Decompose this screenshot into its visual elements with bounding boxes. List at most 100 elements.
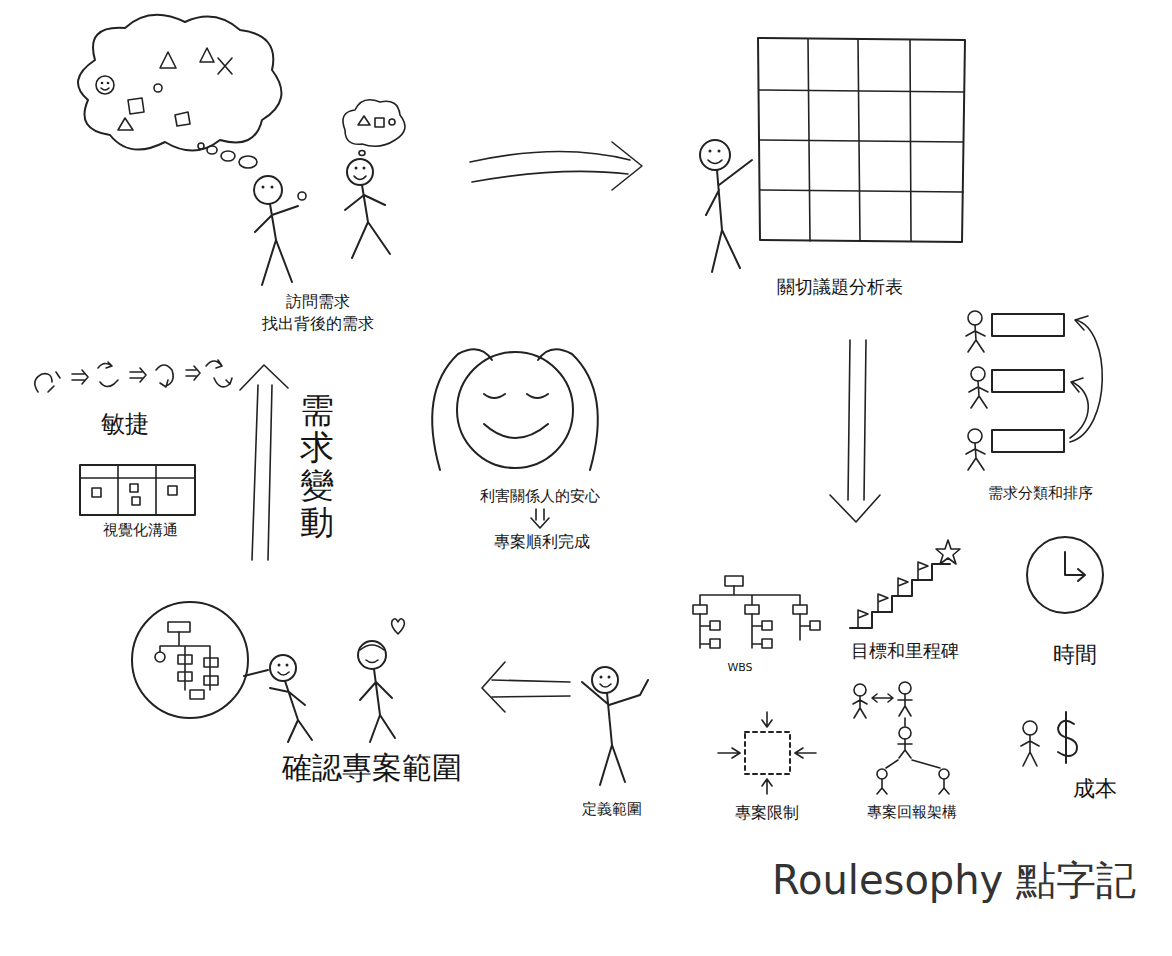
vertical-label: 需求變動 (300, 392, 334, 542)
agile-loops-stroke (186, 366, 200, 380)
clock-icon-stroke (1065, 552, 1085, 581)
speech-bubble-scene-stroke (178, 672, 192, 681)
speech-bubble-scene-stroke (286, 664, 289, 667)
flow-arrow (240, 365, 288, 560)
stick-figures-stroke (358, 116, 384, 127)
waving-figure (582, 667, 648, 785)
thought-cloud-stroke (175, 112, 190, 126)
ranked-requirements-stroke (992, 314, 1064, 336)
org-chart-stroke (886, 760, 940, 768)
kanban-board-stroke (132, 497, 140, 505)
thought-cloud-stroke (101, 82, 104, 85)
org-chart (853, 682, 949, 794)
thought-cloud-stroke (154, 84, 162, 92)
analysis-grid-stroke (706, 160, 752, 272)
ranked-requirements-stroke (966, 325, 985, 352)
org-chart-stroke (898, 739, 912, 758)
waving-figure-stroke (592, 667, 618, 693)
speech-bubble-scene-stroke (270, 681, 312, 742)
analysis-grid-stroke (718, 150, 721, 153)
thought-cloud-stroke (218, 58, 232, 74)
thought-cloud-stroke (200, 48, 214, 62)
speech-bubble-scene-stroke (360, 645, 384, 663)
constraint-box-stroke (718, 748, 740, 758)
thought-cloud-stroke (160, 52, 176, 68)
thought-cloud-stroke (128, 98, 144, 114)
flow-arrow-stroke (482, 662, 505, 712)
stick-figures-stroke (254, 176, 282, 204)
agile-loops-stroke (72, 370, 88, 384)
flow-arrow-stroke (492, 680, 570, 697)
stage-label: 訪問需求 (286, 292, 350, 311)
org-chart-stroke (877, 779, 887, 794)
stick-figures (254, 100, 405, 285)
ranked-requirements-stroke (968, 311, 982, 325)
speech-bubble-scene-stroke (155, 652, 165, 662)
thought-cloud-stroke (96, 76, 114, 94)
ranked-requirements-stroke (992, 430, 1064, 452)
waving-figure-stroke (582, 680, 648, 785)
agile-loops (35, 360, 232, 392)
org-chart-stroke (899, 727, 911, 739)
analysis-grid-stroke (758, 38, 965, 242)
topic-label: 成本 (1073, 776, 1117, 802)
clock-icon (1027, 537, 1103, 613)
stick-figures-stroke (255, 204, 298, 285)
waving-figure-stroke (600, 676, 603, 679)
kanban-board-stroke (80, 465, 195, 515)
speech-bubble-scene-stroke (160, 632, 210, 690)
agile-loops-stroke (35, 372, 60, 392)
milestone-stairs-stroke (858, 562, 928, 628)
cost-figure-stroke (1021, 735, 1039, 766)
agile-loops-stroke (206, 360, 232, 387)
topic-label: 視覺化溝通 (103, 521, 178, 539)
speech-bubble-scene-stroke (178, 655, 192, 664)
wbs-tree (693, 576, 820, 648)
wbs-tree-stroke (762, 639, 772, 648)
speech-bubble-scene-stroke (190, 690, 204, 699)
relaxed-face-stroke (457, 352, 573, 468)
thought-cloud-stroke (78, 15, 281, 151)
speech-bubble-scene-stroke (278, 664, 281, 667)
flow-arrow-stroke (848, 340, 866, 500)
stick-figures-stroke (363, 167, 366, 170)
relaxed-face-stroke (432, 349, 492, 470)
topic-label: 目標和里程碑 (851, 640, 959, 662)
stick-figures-stroke (345, 185, 390, 258)
ranked-requirements-stroke (1075, 316, 1088, 330)
relaxed-face-stroke (531, 509, 549, 528)
stick-figures-stroke (359, 151, 365, 156)
speech-bubble-scene-stroke (168, 622, 190, 632)
ranked-requirements-stroke (1070, 320, 1102, 442)
thought-cloud-stroke (118, 118, 133, 130)
stick-figures-stroke (298, 192, 306, 200)
watermark: Roulesophy 點字記 (772, 856, 1136, 904)
stage-label: 確認專案範圍 (282, 750, 462, 786)
kanban-board-stroke (168, 486, 177, 495)
ranked-requirements-stroke (971, 367, 985, 381)
stick-figures-stroke (389, 119, 395, 125)
stick-figures-stroke (343, 100, 405, 146)
ranked-requirements-stroke (1071, 378, 1083, 392)
milestone-stairs-stroke (850, 564, 950, 628)
topic-label: 敏捷 (101, 410, 149, 439)
thought-cloud-stroke (101, 88, 109, 90)
ranked-requirements-stroke (1070, 382, 1088, 438)
org-chart-stroke (854, 684, 866, 696)
ranked-requirements-stroke (992, 370, 1064, 392)
org-chart-stroke (939, 779, 949, 794)
flow-arrow-stroke (830, 495, 880, 522)
kanban-board-stroke (130, 484, 138, 492)
wbs-tree-stroke (793, 605, 807, 614)
speech-bubble-scene-stroke (204, 676, 218, 685)
analysis-grid (700, 38, 965, 272)
kanban-board-stroke (80, 465, 195, 515)
center-label: 利害關係人的安心 (480, 487, 600, 505)
cost-figure (1021, 712, 1077, 766)
analysis-grid-stroke (708, 160, 722, 164)
milestone-stairs-stroke (936, 540, 960, 564)
stage-label: 關切議題分析表 (777, 276, 903, 298)
relaxed-face-stroke (484, 394, 548, 398)
speech-bubble-scene-stroke (358, 641, 386, 669)
wbs-tree-stroke (725, 576, 743, 586)
